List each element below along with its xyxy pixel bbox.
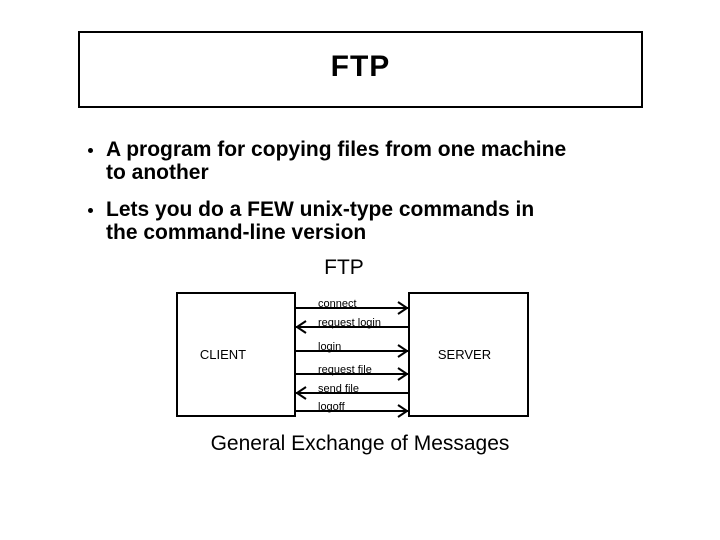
arrowhead-right-icon bbox=[397, 344, 409, 358]
arrow-label: request login bbox=[318, 317, 381, 329]
bullet-icon bbox=[88, 148, 93, 153]
arrow-login: login bbox=[296, 341, 409, 358]
arrow-send-file: send file bbox=[295, 383, 408, 400]
arrow-label: send file bbox=[318, 383, 359, 395]
arrow-request-file: request file bbox=[296, 364, 409, 381]
arrowhead-right-icon bbox=[397, 301, 409, 315]
bullet-icon bbox=[88, 208, 93, 213]
bullet-item: Lets you do a FEW unix-type commands in … bbox=[85, 198, 655, 244]
arrow-connect: connect bbox=[296, 298, 409, 315]
arrow-label: login bbox=[318, 341, 342, 353]
slide-title: FTP bbox=[330, 49, 391, 83]
bullet-list: A program for copying files from one mac… bbox=[85, 138, 655, 244]
arrowhead-left-icon bbox=[295, 386, 307, 400]
arrow-label: request file bbox=[318, 364, 372, 376]
bullet-text-line: A program for copying files from one mac… bbox=[106, 138, 567, 161]
arrowhead-left-icon bbox=[295, 320, 307, 334]
arrowhead-right-icon bbox=[397, 404, 409, 418]
arrow-logoff: logoff bbox=[296, 401, 409, 418]
title-box: FTP bbox=[78, 31, 643, 108]
arrowhead-right-icon bbox=[397, 367, 409, 381]
bullet-item: A program for copying files from one mac… bbox=[85, 138, 655, 184]
arrow-label: logoff bbox=[318, 401, 345, 413]
server-label: SERVER bbox=[437, 347, 492, 362]
bullet-text-line: Lets you do a FEW unix-type commands in bbox=[106, 198, 535, 221]
client-label: CLIENT bbox=[199, 347, 247, 362]
diagram-caption: General Exchange of Messages bbox=[210, 432, 510, 455]
arrow-label: connect bbox=[318, 298, 357, 310]
bullet-text-line: to another bbox=[106, 161, 209, 184]
bullet-text-line: the command-line version bbox=[106, 221, 367, 244]
arrow-request-login: request login bbox=[295, 317, 408, 334]
server-box: SERVER bbox=[408, 292, 529, 417]
client-box: CLIENT bbox=[176, 292, 296, 417]
diagram-heading: FTP bbox=[324, 256, 364, 279]
